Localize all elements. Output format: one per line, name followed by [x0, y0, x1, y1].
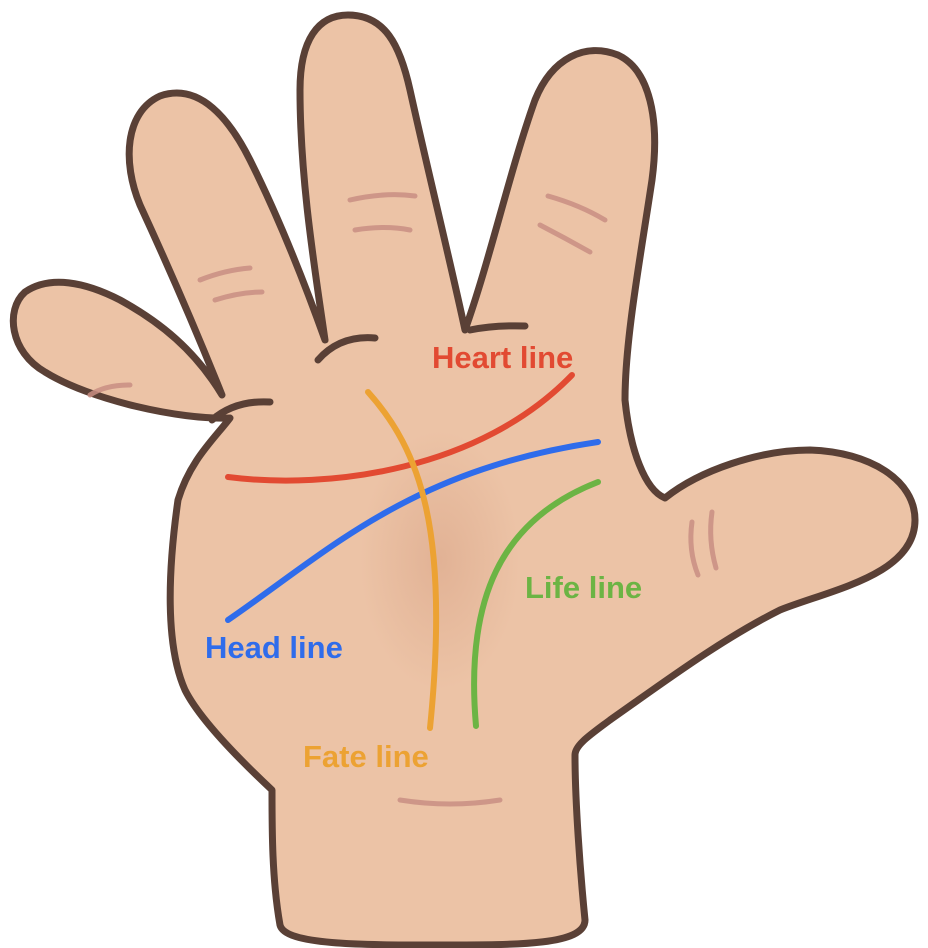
crease-ring-1	[347, 192, 418, 203]
notch-2	[314, 334, 379, 364]
notch-3	[466, 322, 529, 334]
crease-middle-1	[545, 193, 608, 223]
crease-pinky-1	[197, 265, 253, 283]
head-line	[225, 439, 601, 623]
crease-index-1	[87, 382, 133, 398]
crease-thumb-2	[708, 509, 719, 571]
life-line	[471, 479, 601, 729]
heart-line	[225, 372, 575, 484]
life-line-label: Life line	[525, 570, 642, 605]
fate-line-label: Fate line	[303, 739, 429, 774]
fate-line	[365, 389, 440, 731]
notch-1	[208, 398, 274, 424]
head-line-label: Head line	[205, 630, 343, 665]
heart-line-label: Heart line	[432, 340, 573, 375]
crease-thumb-1	[688, 519, 701, 578]
crease-middle-2	[537, 222, 593, 255]
crease-ring-2	[352, 225, 413, 233]
crease-pinky-2	[212, 289, 265, 303]
crease-wrist	[397, 797, 503, 807]
